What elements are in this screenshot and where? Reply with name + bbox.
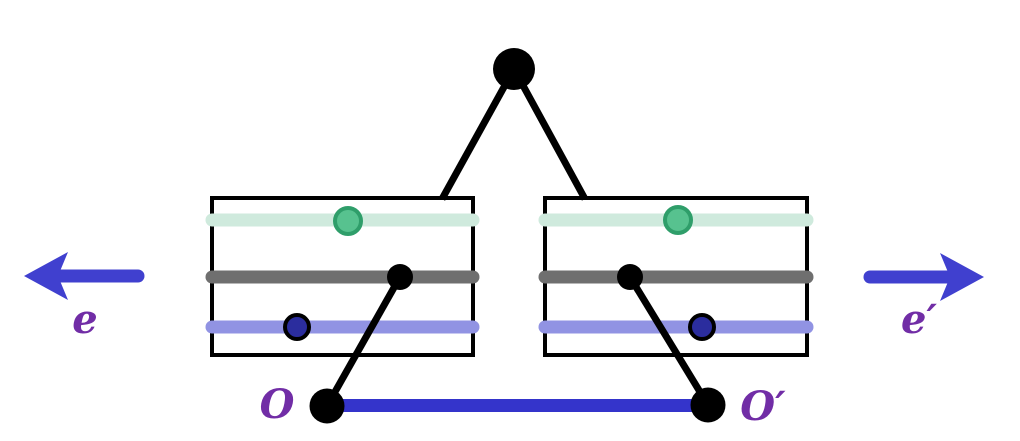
right-teal-dot [663, 205, 693, 235]
right-arrow [863, 253, 984, 301]
label-o-prime: O′ [740, 383, 786, 430]
left-navy-dot [283, 313, 311, 341]
apex-edge-left [438, 67, 518, 201]
left-gray-bar-vertex-dot [387, 264, 413, 290]
right-diagonal-edge [627, 275, 711, 407]
left-arrow [24, 252, 145, 300]
right-gray-bar-vertex-dot [617, 264, 643, 290]
label-e: e [72, 296, 97, 343]
right-arrow-head-icon [940, 253, 984, 301]
origin-dot-o-prime [690, 387, 726, 423]
origin-dot-o [309, 388, 345, 424]
label-o: O [260, 381, 295, 428]
right-navy-dot [688, 313, 716, 341]
label-e-prime: e′ [901, 296, 937, 343]
apex-vertex-dot [493, 48, 535, 90]
left-teal-dot [333, 206, 363, 236]
left-arrow-head-icon [24, 252, 68, 300]
left-diagonal-edge [323, 275, 404, 408]
apex-edge-right [510, 67, 589, 201]
